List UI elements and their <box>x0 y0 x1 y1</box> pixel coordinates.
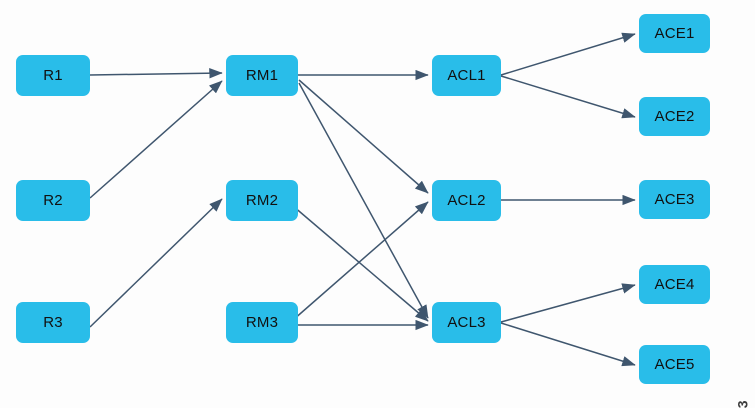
edge-rm2-to-acl3 <box>292 205 429 322</box>
node-label-acl2: ACL2 <box>447 192 486 209</box>
node-ace1[interactable]: ACE1 <box>639 14 710 53</box>
edge-group <box>89 32 636 367</box>
node-ace4[interactable]: ACE4 <box>639 265 710 304</box>
edge-acl1-to-ace2 <box>500 75 636 119</box>
edge-r2-to-rm1 <box>89 80 223 199</box>
edge-r1-to-rm1 <box>89 67 223 79</box>
node-acl2[interactable]: ACL2 <box>432 180 501 221</box>
node-rm1[interactable]: RM1 <box>226 55 298 96</box>
node-r3[interactable]: R3 <box>16 302 90 343</box>
node-ace2[interactable]: ACE2 <box>639 97 710 136</box>
node-acl3[interactable]: ACL3 <box>432 302 501 343</box>
edge-acl3-to-ace4 <box>500 283 636 323</box>
node-label-rm3: RM3 <box>245 314 279 331</box>
node-label-ace3: ACE3 <box>654 191 695 208</box>
edge-acl1-to-ace1 <box>500 32 636 76</box>
node-r1[interactable]: R1 <box>16 55 90 96</box>
node-rm2[interactable]: RM2 <box>226 180 298 221</box>
node-acl1[interactable]: ACL1 <box>432 55 501 96</box>
node-label-r3: R3 <box>43 314 63 331</box>
node-label-rm2: RM2 <box>245 192 279 209</box>
node-rm3[interactable]: RM3 <box>226 302 298 343</box>
edge-rm1-to-acl2 <box>298 79 429 194</box>
edge-rm1-to-acl3 <box>298 82 429 319</box>
node-label-ace1: ACE1 <box>654 25 695 42</box>
node-label-r1: R1 <box>43 67 63 84</box>
edge-r3-to-rm2 <box>89 198 223 328</box>
watermark-label: 357843 <box>735 400 751 408</box>
node-label-ace5: ACE5 <box>654 356 695 373</box>
node-label-ace4: ACE4 <box>654 276 695 293</box>
node-r2[interactable]: R2 <box>16 180 90 221</box>
node-label-rm1: RM1 <box>245 67 279 84</box>
node-label-acl1: ACL1 <box>447 67 486 84</box>
node-label-acl3: ACL3 <box>447 314 486 331</box>
node-ace5[interactable]: ACE5 <box>639 345 710 384</box>
node-ace3[interactable]: ACE3 <box>639 180 710 219</box>
node-label-ace2: ACE2 <box>654 108 695 125</box>
edge-acl3-to-ace5 <box>500 322 636 367</box>
node-label-r2: R2 <box>43 192 63 209</box>
edge-rm3-to-acl2 <box>292 201 429 321</box>
